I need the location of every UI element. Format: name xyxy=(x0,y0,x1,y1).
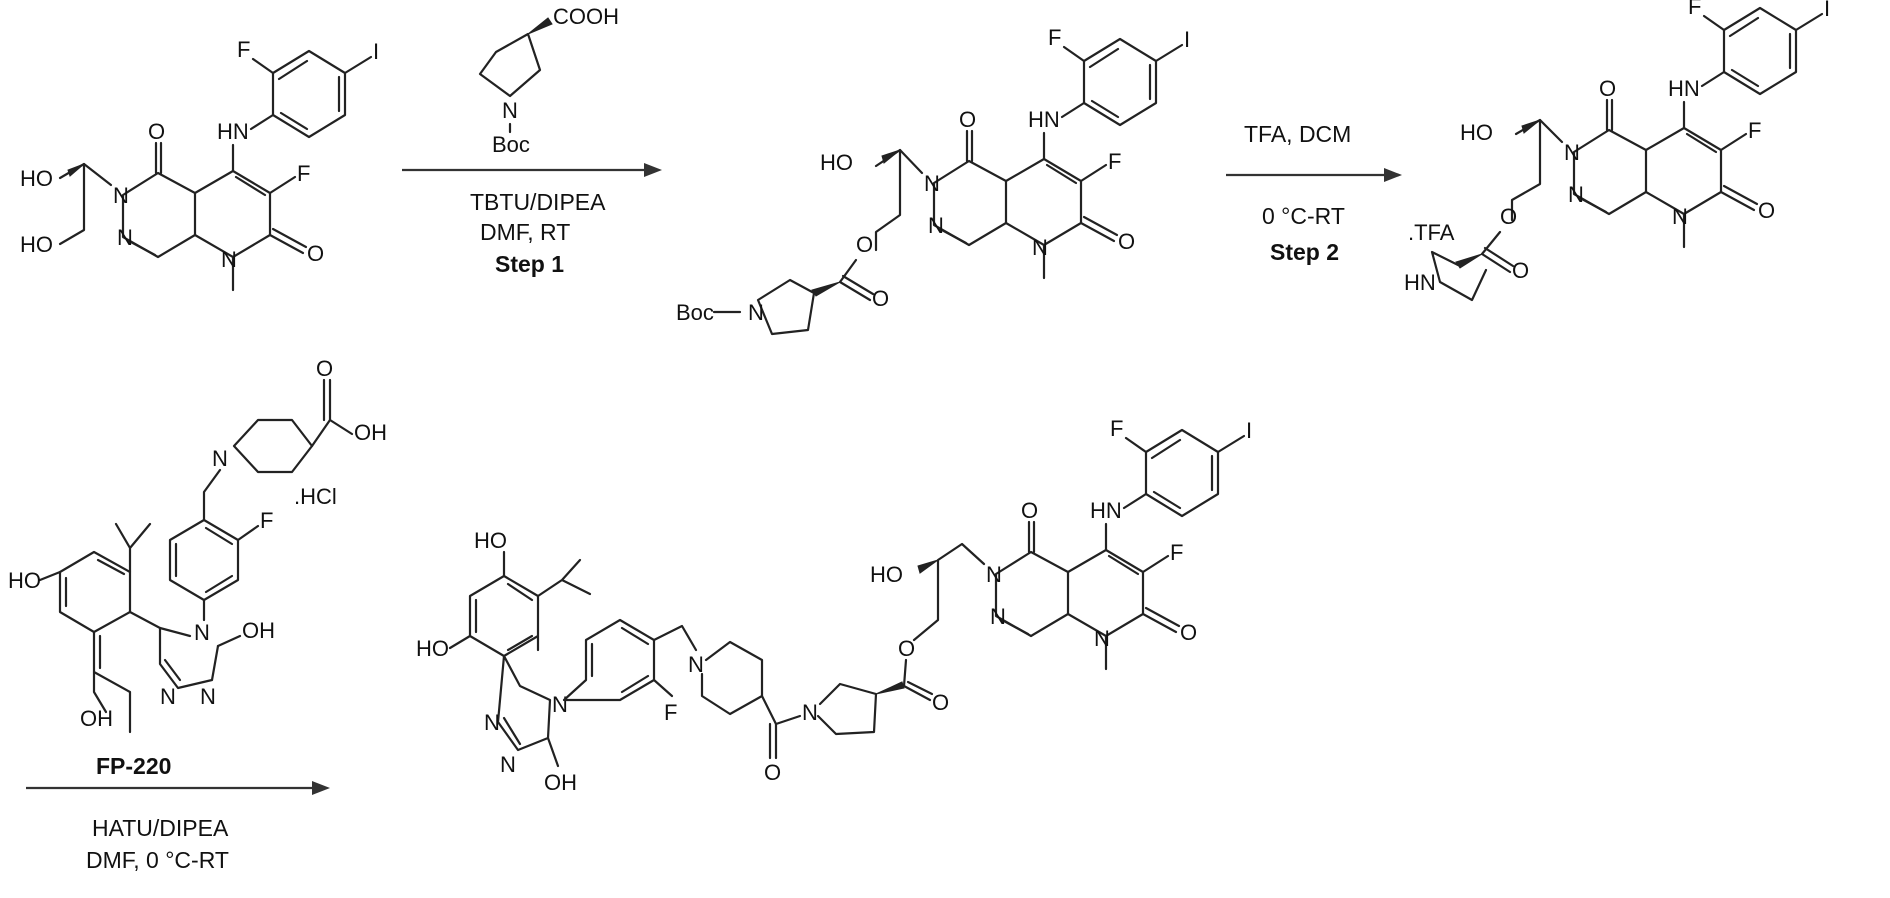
cooh-label: COOH xyxy=(553,4,619,29)
ho-label-1: HO xyxy=(20,166,53,191)
prod-ho-top-label: HO xyxy=(474,528,507,553)
fp-triazole-n1-label: N xyxy=(160,684,176,709)
prod-ho-chain-label: HO xyxy=(870,562,903,587)
compound-1-diol: HO HO xyxy=(20,37,379,290)
step-3-cond-line1: HATU/DIPEA xyxy=(92,815,229,841)
hcl-salt-label: .HCl xyxy=(294,484,337,509)
step-1-cond-line2: DMF, RT xyxy=(480,219,570,245)
fp-triazole-n4-label: N xyxy=(194,620,210,645)
final-product: HO HO N N N OH F N O N O O HO xyxy=(416,416,1252,795)
ho-label-2: HO xyxy=(20,232,53,257)
prod-ester-co-label: O xyxy=(932,690,949,715)
step-1-label: Step 1 xyxy=(495,251,564,277)
step-1-cond-line1: TBTU/DIPEA xyxy=(470,189,606,215)
step-2-label: Step 2 xyxy=(1270,239,1339,265)
step-3-arrow: HATU/DIPEA DMF, 0 °C-RT xyxy=(26,781,330,873)
ho-label-c2: HO xyxy=(820,150,853,175)
fp-220-label: FP-220 xyxy=(96,753,171,779)
prod-aryl-f-label: F xyxy=(664,700,677,725)
reagent-boc-pyrrolidine-acid: COOH N Boc xyxy=(480,4,619,157)
prod-triazole-oh-label: OH xyxy=(544,770,577,795)
pyrrolidine-nh-label-c3: HN xyxy=(1404,270,1436,295)
prod-amide-o-label: O xyxy=(764,760,781,785)
fp-oh-bottom-label: OH xyxy=(80,706,113,731)
prod-triazole-n4-label: N xyxy=(552,692,568,717)
prod-triazole-n1-label: N xyxy=(484,710,500,735)
fp-ho-top-label: HO xyxy=(8,568,41,593)
reagent-fp-220: O OH N .HCl F N N N OH HO OH FP-220 xyxy=(8,356,387,779)
step-1-arrow: TBTU/DIPEA DMF, RT Step 1 xyxy=(402,163,662,277)
step-2-cond-line2: 0 °C-RT xyxy=(1262,203,1345,229)
fp-triazole-oh-label: OH xyxy=(242,618,275,643)
reagent-n-label: N xyxy=(502,98,518,123)
step-2-cond-line1: TFA, DCM xyxy=(1244,121,1351,147)
compound-2-boc-ester: HO O O N Boc xyxy=(676,25,1190,334)
compound-3-tfa-salt: HO O O HN .TFA xyxy=(1404,0,1830,300)
reagent-boc-label: Boc xyxy=(492,132,530,157)
ho-label-c3: HO xyxy=(1460,120,1493,145)
prod-ester-o-label: O xyxy=(898,636,915,661)
ester-o-label-c2: O xyxy=(856,232,873,257)
pyrrolidine-n-label-c2: N xyxy=(748,300,764,325)
fp-triazole-n2-label: N xyxy=(200,684,216,709)
carbonyl-o-label-c3: O xyxy=(1512,258,1529,283)
fp-acid-oh-label: OH xyxy=(354,420,387,445)
tfa-salt-label: .TFA xyxy=(1408,220,1455,245)
ester-o-label-c3: O xyxy=(1500,204,1517,229)
fp-aryl-f-label: F xyxy=(260,508,273,533)
fp-acid-o-label: O xyxy=(316,356,333,381)
prod-ho-left-label: HO xyxy=(416,636,449,661)
boc-label-c2: Boc xyxy=(676,300,714,325)
fp-piperidine-n-label: N xyxy=(212,446,228,471)
step-2-arrow: TFA, DCM 0 °C-RT Step 2 xyxy=(1226,121,1402,265)
carbonyl-o-label-c2: O xyxy=(872,286,889,311)
step-3-cond-line2: DMF, 0 °C-RT xyxy=(86,847,229,873)
prod-triazole-n2-label: N xyxy=(500,752,516,777)
prod-pyrrolidine-n-label: N xyxy=(802,700,818,725)
